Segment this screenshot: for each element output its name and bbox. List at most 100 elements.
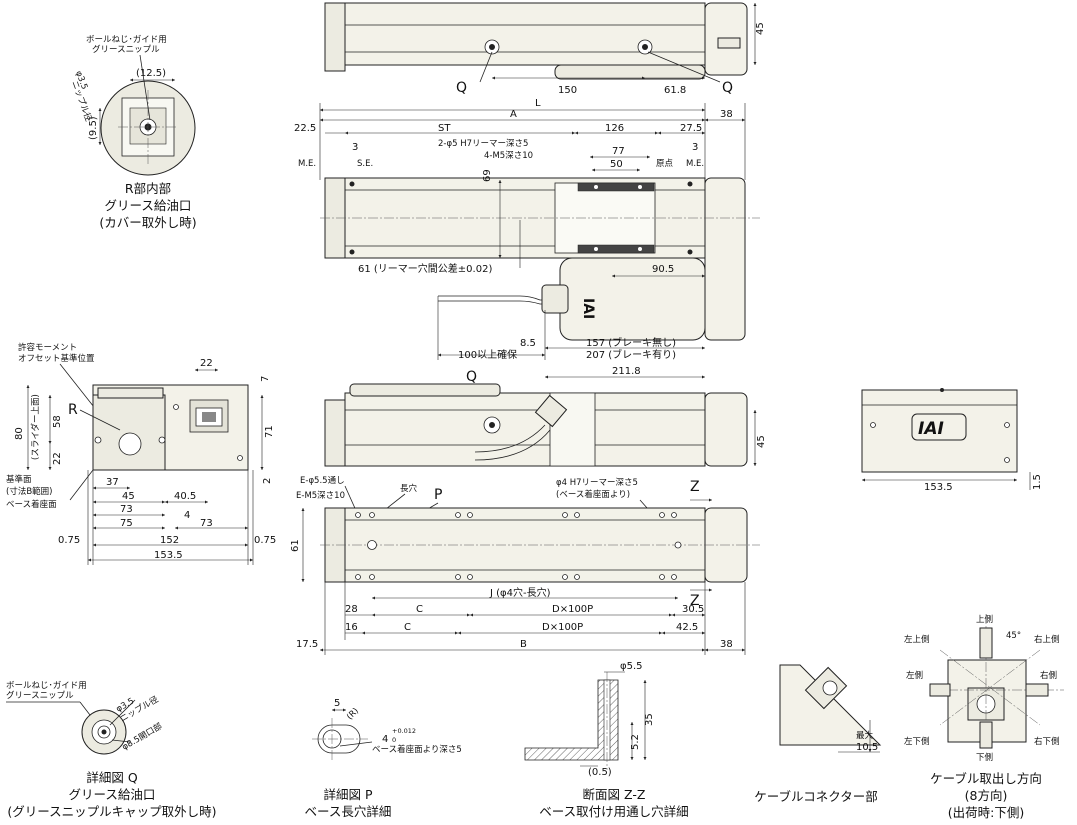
bottom-ream-2: (ベース着座面より) <box>556 489 630 500</box>
detail-q-caption-2: グリース給油口 <box>69 787 156 802</box>
section-caption-2: ベース取付け用通し穴詳細 <box>539 804 688 819</box>
cable-left: 左側 <box>906 670 923 681</box>
detail-r-note-2: グリースニップル <box>92 44 160 55</box>
end-dim-58: 58 <box>52 415 63 428</box>
top-dim-150: 150 <box>558 85 577 96</box>
plan-dim-69: 69 <box>482 169 493 182</box>
plan-m5-note: 4-M5深さ10 <box>484 151 533 161</box>
detail-q-d2: φ8.5開口部 <box>120 721 165 753</box>
bottom-B: B <box>520 639 527 650</box>
section-dim-5-2: 5.2 <box>630 734 641 750</box>
connector-caption: ケーブルコネクター部 <box>754 789 878 804</box>
bottom-e-hole: E-φ5.5通し <box>300 475 345 486</box>
end-dim-152: 152 <box>160 535 179 546</box>
bottom-dim-28: 28 <box>345 604 358 615</box>
end-dim-40-5: 40.5 <box>174 491 196 502</box>
plan-origin: 原点 <box>656 159 674 169</box>
end-dim-22-side: 22 <box>52 452 63 465</box>
detail-p-tol: +0.012 <box>392 727 416 735</box>
plan-A: A <box>510 109 517 120</box>
detail-r: ボールねじ･ガイド用 グリースニップル φ3.5 ニップル径 (12.5) (9… <box>69 34 196 230</box>
section-caption-1: 断面図 Z-Z <box>583 787 646 802</box>
motor-dim-1-5: 1.5 <box>1032 474 1043 490</box>
bottom-dim-17-5: 17.5 <box>296 639 318 650</box>
plan-no-brake: 157 (ブレーキ無し) <box>586 336 676 349</box>
detail-p-dim-5: 5 <box>334 698 340 709</box>
detail-p-depth: ベース着座面より深さ5 <box>372 744 462 755</box>
bottom-DP1: D×100P <box>552 604 593 615</box>
detail-p-dim-4: 4 <box>382 734 388 745</box>
bottom-p: P <box>434 487 442 503</box>
detail-q-caption-1: 詳細図 Q <box>86 770 137 785</box>
cable-top: 上側 <box>976 614 993 625</box>
bottom-holes <box>355 512 682 580</box>
cable-bot-left: 左下側 <box>904 736 930 747</box>
plan-me-left: M.E. <box>298 159 316 169</box>
plan-dim-22-5: 22.5 <box>294 123 316 134</box>
detail-p: 5 (R) 4 +0.012 0 ベース着座面より深さ5 詳細図 P ベース長穴… <box>305 698 462 819</box>
end-dim-7: 7 <box>260 376 271 382</box>
cable-angle: 45° <box>1006 631 1021 641</box>
plan-dim-3-right: 3 <box>692 142 698 153</box>
side-q: Q <box>466 369 477 385</box>
detail-r-caption-1: R部内部 <box>125 181 171 196</box>
bottom-z-top: Z <box>690 479 700 495</box>
connector-max-1: 最大 <box>856 730 874 741</box>
end-view: 許容モーメント オフセット基準位置 22 7 R 80 (スライダー上面) 58… <box>6 342 276 565</box>
bottom-dim-38: 38 <box>720 639 733 650</box>
bottom-C1: C <box>416 604 423 615</box>
end-moment-2: オフセット基準位置 <box>18 353 95 364</box>
end-base-1: 基準面 <box>6 474 32 485</box>
side-dim-211-8: 211.8 <box>612 366 641 377</box>
section-dia: φ5.5 <box>620 661 643 672</box>
plan-se: S.E. <box>357 159 373 169</box>
bottom-dim-42-5: 42.5 <box>676 622 698 633</box>
cable-bot-right: 右下側 <box>1034 736 1060 747</box>
section-z: φ5.5 35 5.2 (0.5) 断面図 Z-Z ベース取付け用通し穴詳細 <box>524 661 689 819</box>
bottom-J: J (φ4穴-長穴) <box>489 586 551 599</box>
plan-dim-27-5: 27.5 <box>680 123 702 134</box>
end-dim-4: 4 <box>184 510 190 521</box>
cable-caption-3: (出荷時:下側) <box>948 805 1024 820</box>
bottom-view: E-φ5.5通し E-M5深さ10 長穴 P φ4 H7リーマー深さ5 (ベース… <box>290 475 760 655</box>
cable-top-right: 右上側 <box>1034 634 1060 645</box>
bottom-e-m5: E-M5深さ10 <box>296 491 345 501</box>
detail-q-note-1: ボールねじ･ガイド用 <box>6 680 87 691</box>
end-dim-75: 75 <box>120 518 133 529</box>
end-dim-45: 45 <box>122 491 135 502</box>
top-dim-45: 45 <box>755 22 766 35</box>
top-q-right: Q <box>722 80 733 96</box>
bottom-C2: C <box>404 622 411 633</box>
bottom-z-bot: Z <box>690 593 700 609</box>
top-q-left: Q <box>456 80 467 96</box>
end-dim-0-75b: 0.75 <box>254 535 276 546</box>
detail-q-note-2: グリースニップル <box>6 690 74 701</box>
end-slider-note: (スライダー上面) <box>30 394 41 460</box>
side-view: Q 211.8 45 <box>324 366 767 467</box>
section-dim-0-5: (0.5) <box>588 767 612 778</box>
end-dim-73a: 73 <box>120 504 133 515</box>
end-dim-73b: 73 <box>200 518 213 529</box>
motor-logo: IAI <box>918 419 944 439</box>
end-dim-22: 22 <box>200 358 213 369</box>
cable-caption-1: ケーブル取出し方向 <box>930 771 1042 786</box>
plan-pitch-note: 61 (リーマー穴間公差±0.02) <box>358 262 492 275</box>
bottom-ream-1: φ4 H7リーマー深さ5 <box>556 478 638 488</box>
detail-r-dim-v: (9.5) <box>88 116 99 140</box>
cable-direction: 上側 左上側 右上側 45° 左側 右側 左下側 右下側 下側 ケーブル取出し方… <box>904 614 1064 820</box>
bottom-DP2: D×100P <box>542 622 583 633</box>
top-dim-61-8: 61.8 <box>664 85 686 96</box>
detail-r-caption-2: グリース給油口 <box>105 198 192 213</box>
plan-dim-38: 38 <box>720 109 733 120</box>
detail-r-dim-h: (12.5) <box>136 68 166 79</box>
plan-dim-126: 126 <box>605 123 624 134</box>
bottom-dim-16: 16 <box>345 622 358 633</box>
detail-q: ボールねじ･ガイド用 グリースニップル φ3.5 ニップル径 φ8.5開口部 詳… <box>6 680 217 819</box>
plan-dim-3-left: 3 <box>352 142 358 153</box>
detail-p-tol0: 0 <box>392 736 396 744</box>
cable-caption-2: (8方向) <box>965 788 1008 803</box>
end-dim-80: 80 <box>14 427 25 440</box>
end-dim-153-5: 153.5 <box>154 550 183 561</box>
motor-end-view: IAI 153.5 1.5 <box>861 388 1043 493</box>
